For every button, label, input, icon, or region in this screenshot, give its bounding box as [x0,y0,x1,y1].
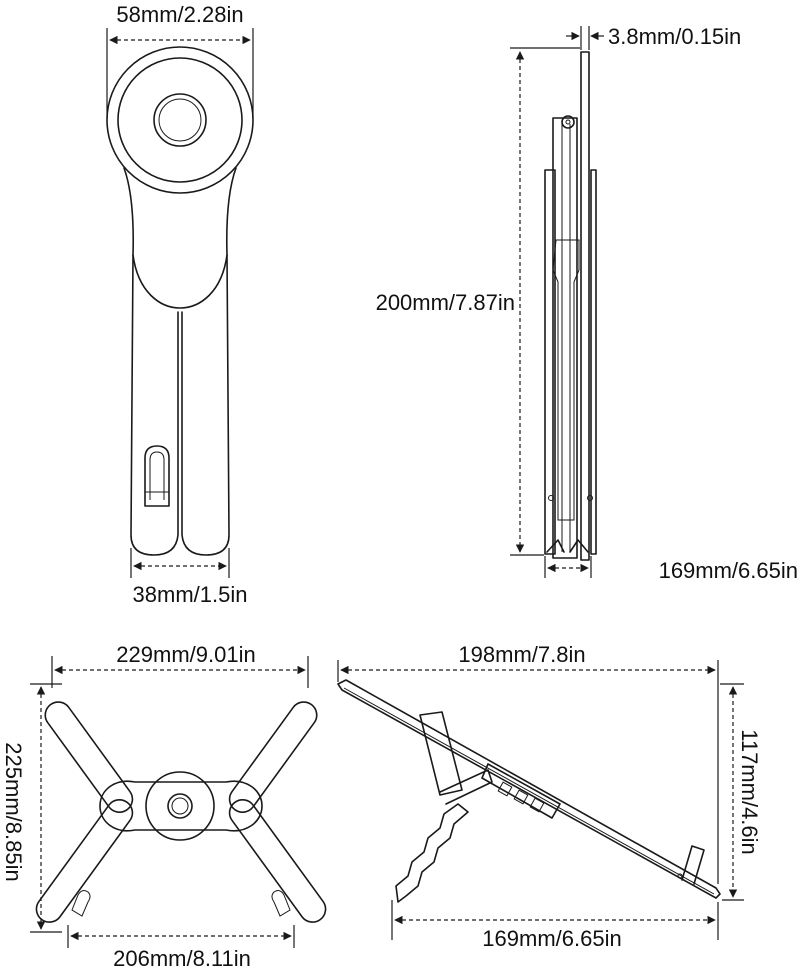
open-top-view: 229mm/9.01in 225mm/8.85in 206mm/8.11in [1,642,327,971]
folded-thickness-label: 3.8mm/0.15in [608,24,741,49]
folded-base-width-label: 38mm/1.5in [133,582,248,607]
open-width-label: 229mm/9.01in [116,642,255,667]
open-side-outline [337,679,721,903]
folded-top-outline [106,46,254,556]
open-top-outline [35,701,327,923]
folded-depth-label: 169mm/6.65in [659,558,798,583]
open-base-width-label: 206mm/8.11in [113,946,251,971]
open-height-label: 225mm/8.85in [1,742,26,881]
folded-side-outline [544,51,597,561]
folded-side-view: 3.8mm/0.15in 200mm/7.87in 169mm/6.65in [376,24,798,583]
open-side-view: 198mm/7.8in 117mm/4.6in 169mm/6.65in [337,642,762,951]
folded-height-label: 200mm/7.87in [376,290,515,315]
folded-top-view: 58mm/2.28in 38mm/1.5in [106,2,254,607]
open-base-length-label: 169mm/6.65in [482,926,621,951]
folded-width-label: 58mm/2.28in [116,2,243,27]
open-height-side-label: 117mm/4.6in [737,729,762,855]
open-length-label: 198mm/7.8in [458,642,585,667]
